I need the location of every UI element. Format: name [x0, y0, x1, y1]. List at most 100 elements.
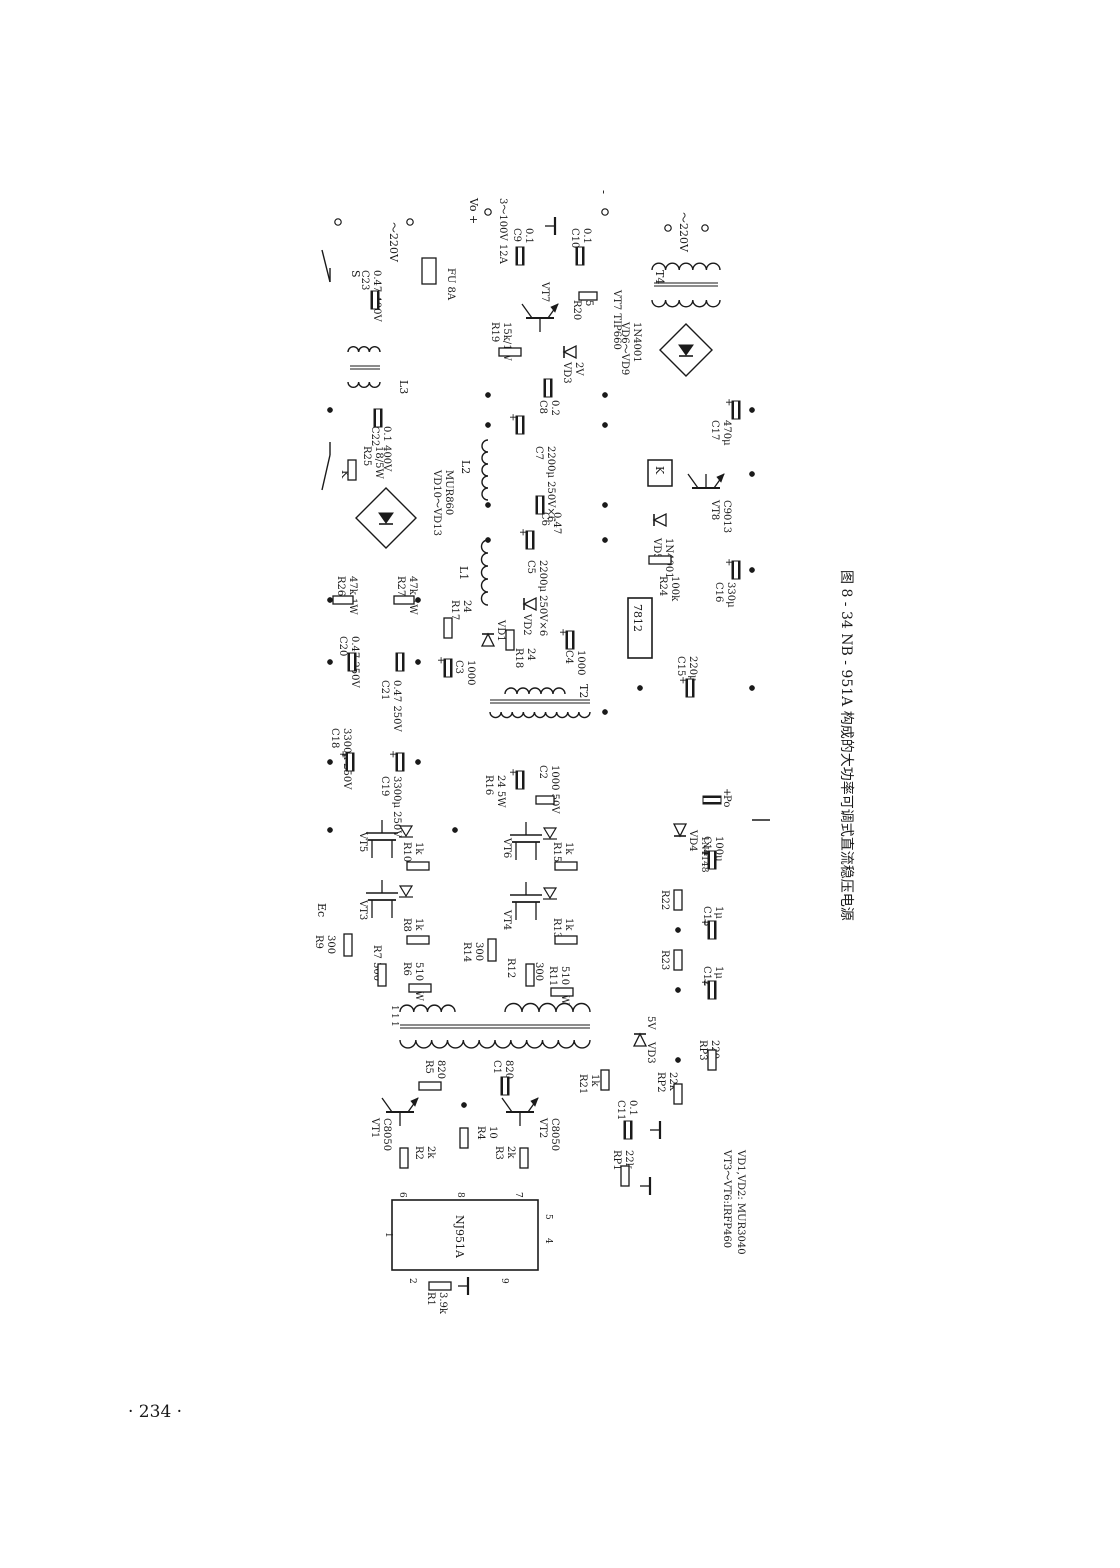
transistor-VT7 — [521, 303, 559, 332]
polarity-mark: + — [699, 918, 710, 926]
label: VT1 — [369, 1117, 380, 1138]
label: 1k — [563, 842, 574, 855]
vo-minus-label: - — [597, 190, 611, 194]
ic-pin-label: 8 — [455, 1192, 465, 1198]
label: 1000 — [575, 650, 586, 675]
transistor-VT8 — [687, 473, 725, 489]
label: C8 — [537, 400, 548, 414]
resistor-R12 — [525, 963, 535, 987]
transformer-T4-label: T4 — [653, 270, 666, 284]
mosfet-VT4 — [510, 882, 558, 920]
label: 510 1W — [413, 962, 424, 1002]
label: 1μ — [713, 906, 724, 919]
regulator-label: 7812 — [631, 604, 644, 632]
capacitor-C10 — [575, 246, 585, 266]
polarity-mark: + — [507, 413, 518, 421]
capacitor-C6 — [535, 495, 545, 515]
polarity-mark: + — [721, 788, 732, 796]
label: 0.1 — [523, 228, 534, 244]
label: 300 — [533, 962, 544, 981]
t1-pin-label: 1 — [389, 1021, 399, 1027]
label: 15k/1W — [501, 322, 512, 362]
resistor-R5 — [418, 1081, 442, 1091]
capacitor-C12: + — [699, 978, 717, 1000]
label: 100μ — [713, 836, 724, 862]
label: 3.9k — [437, 1292, 448, 1315]
resistor-R7 — [377, 963, 387, 987]
label: R8 — [401, 918, 412, 932]
label: 5 — [583, 300, 594, 306]
mosfet-VT4-label: VT4 — [501, 909, 512, 930]
vo-plus-label: Vo + — [467, 197, 480, 224]
label: 1k — [563, 918, 574, 931]
label: 1k — [413, 842, 424, 855]
inductor-T2-primary — [489, 711, 591, 719]
diode-VD5 — [652, 512, 667, 528]
label: R2 — [413, 1146, 424, 1160]
polarity-mark: + — [677, 676, 688, 684]
label: RP3 — [697, 1040, 708, 1061]
capacitor-C18: + — [337, 750, 355, 772]
label: C16 — [713, 582, 724, 602]
label: R6 — [401, 962, 412, 976]
label: 24 5W — [495, 775, 506, 808]
label: 1000 — [465, 660, 476, 685]
label: C20 — [337, 636, 348, 656]
capacitor-C8 — [543, 378, 553, 398]
label: 2V — [573, 362, 584, 376]
relay-coil-label: K — [653, 466, 666, 475]
label: VD6～VD9 — [619, 321, 630, 375]
capacitor-C21 — [395, 652, 405, 672]
label: R7 300 — [371, 945, 382, 981]
label: C17 — [709, 420, 720, 440]
ic-pin-label: 7 — [513, 1192, 523, 1198]
label: R1 — [425, 1292, 436, 1306]
resistor-R20 — [578, 291, 598, 301]
label: R25 — [361, 446, 372, 466]
label: 1000 50V — [549, 765, 560, 814]
label: 0.47 250V — [391, 680, 402, 733]
t1-pin-label: 1 — [389, 1005, 399, 1011]
po-mark: Po — [721, 795, 732, 807]
resistor-R8 — [406, 935, 430, 945]
label: C22 — [369, 426, 380, 446]
label: 2k — [425, 1146, 436, 1159]
label: VD4 — [687, 829, 698, 852]
capacitor-C17: + — [723, 398, 741, 420]
resistor-R27 — [393, 595, 415, 605]
fuse-FU — [421, 257, 437, 285]
figure-note-1: VT3～VT6:IRFP460 — [721, 1149, 732, 1248]
label: C14 — [701, 836, 712, 856]
inductor-T4-secondary — [651, 262, 721, 271]
label: C23 — [359, 270, 370, 290]
label: 24 — [525, 648, 536, 661]
bridge-rectifier-VD6-9 — [659, 323, 713, 377]
inductor-T1-primary — [399, 1039, 591, 1049]
capacitor-C4: + — [557, 628, 575, 650]
resistor-R6 — [408, 983, 432, 993]
capacitor-C7: + — [507, 413, 525, 435]
capacitor-C5: + — [517, 528, 535, 550]
transistor-VT1 — [381, 1097, 419, 1126]
resistor-R22 — [673, 889, 683, 911]
transistor-VT2 — [501, 1097, 539, 1126]
label: 22k — [623, 1150, 634, 1170]
label: R13 — [551, 918, 562, 938]
polarity-mark: + — [699, 978, 710, 986]
label: VD3 — [561, 361, 572, 384]
ic-pin-label: 1 — [383, 1232, 393, 1238]
label: 0.1 — [627, 1100, 638, 1116]
label: VD1 — [495, 619, 506, 642]
polarity-mark: + — [699, 848, 710, 856]
capacitor-C3: + — [435, 656, 453, 678]
resistor-R15 — [554, 861, 578, 871]
ic-pin-label: 5 — [543, 1214, 553, 1220]
capacitor-C22 — [373, 408, 383, 428]
resistor-R25 — [347, 459, 357, 481]
label: RP1 — [611, 1150, 622, 1171]
polarity-mark: + — [507, 768, 518, 776]
resistor-R16 — [535, 795, 555, 805]
label: RP2 — [655, 1072, 666, 1093]
inductor-L3a — [347, 346, 381, 353]
